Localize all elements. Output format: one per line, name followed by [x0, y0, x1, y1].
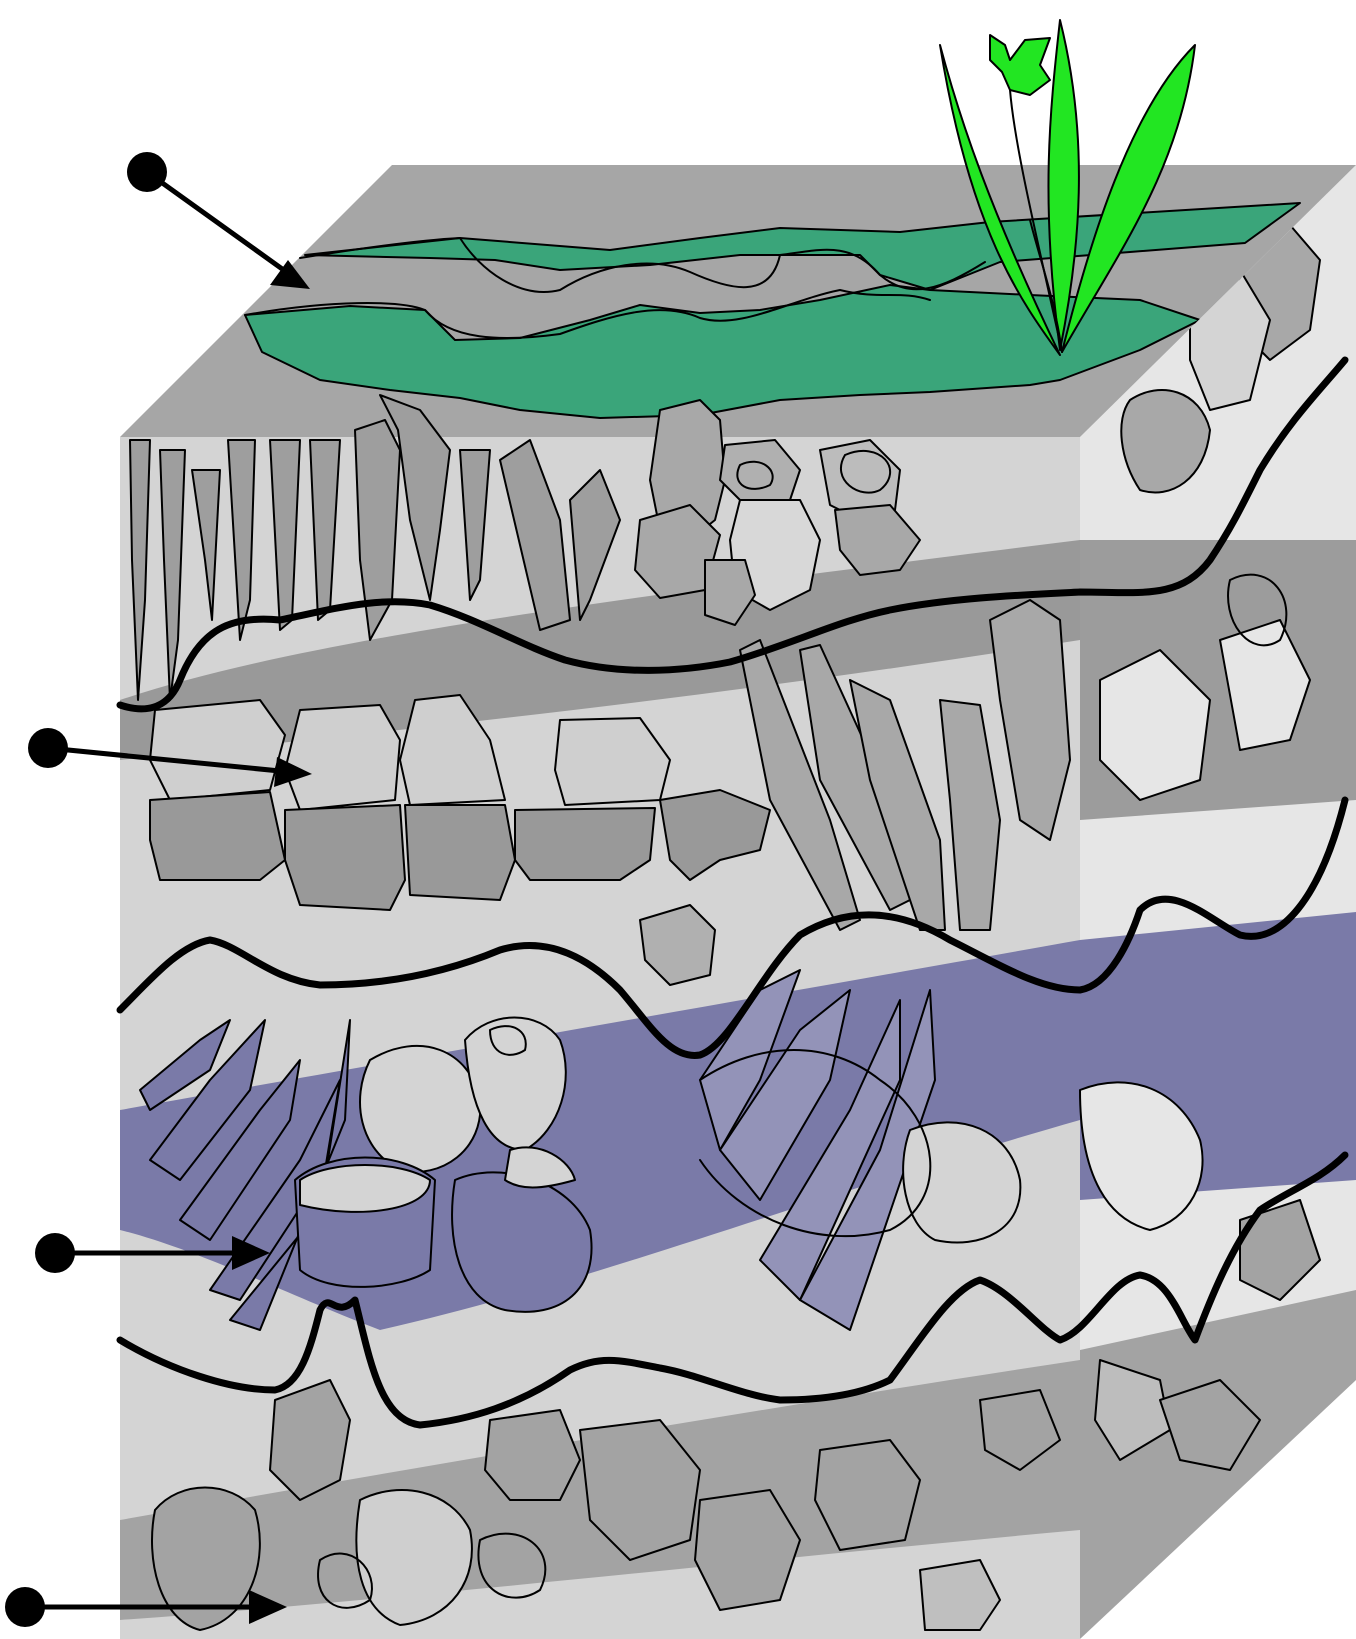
callout-1	[127, 152, 310, 289]
